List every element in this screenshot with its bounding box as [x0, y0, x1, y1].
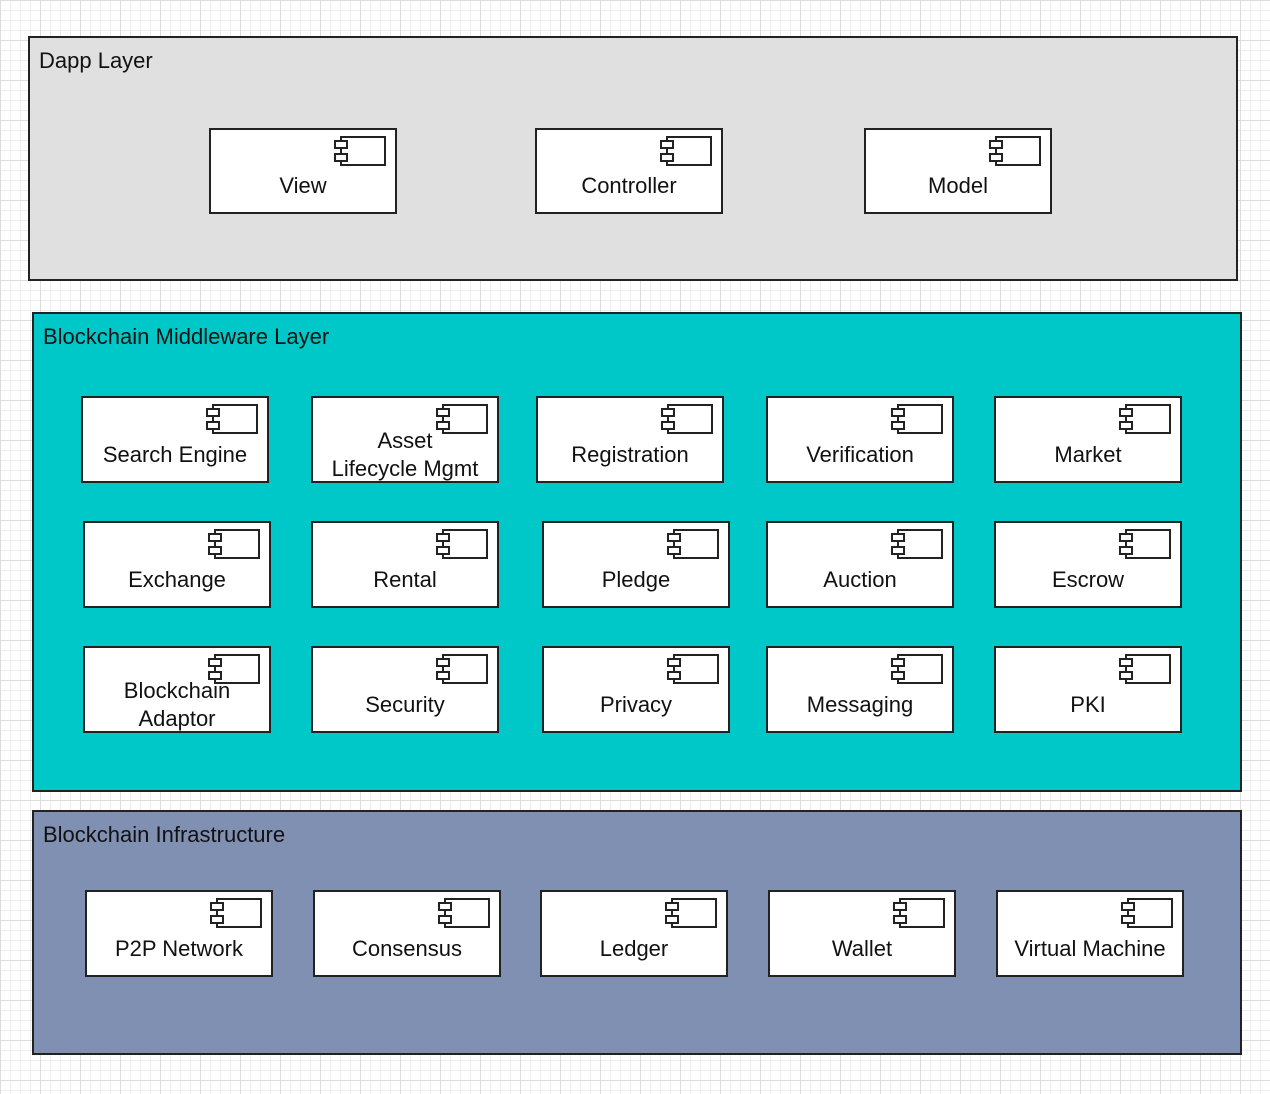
component-wallet: Wallet	[768, 890, 956, 977]
component-icon	[209, 896, 263, 930]
layer-title: Blockchain Middleware Layer	[43, 324, 330, 349]
component-label: Blockchain Adaptor	[123, 678, 231, 731]
component-consensus: Consensus	[313, 890, 501, 977]
component-icon	[1118, 402, 1172, 436]
component-label: Security	[365, 692, 445, 717]
component-label: Pledge	[601, 567, 671, 592]
component-label: Verification	[806, 442, 914, 467]
component-blockchain-adaptor: Blockchain Adaptor	[83, 646, 271, 733]
component-view: View	[209, 128, 397, 214]
component-icon	[207, 652, 261, 686]
component-privacy: Privacy	[542, 646, 730, 733]
component-security: Security	[311, 646, 499, 733]
layer-title: Dapp Layer	[39, 48, 153, 73]
component-icon	[660, 402, 714, 436]
component-icon	[205, 402, 259, 436]
component-icon	[1120, 896, 1174, 930]
component-label: Market	[1054, 442, 1122, 467]
component-icon	[659, 134, 713, 168]
component-icon	[437, 896, 491, 930]
component-icon	[890, 527, 944, 561]
component-virtual-machine: Virtual Machine	[996, 890, 1184, 977]
component-label: Messaging	[806, 692, 914, 717]
component-verification: Verification	[766, 396, 954, 483]
component-label: View	[279, 173, 327, 198]
component-icon	[333, 134, 387, 168]
component-label: Virtual Machine	[1014, 936, 1166, 961]
component-controller: Controller	[535, 128, 723, 214]
component-label: Escrow	[1051, 567, 1125, 592]
component-label: Ledger	[599, 936, 669, 961]
component-label: Auction	[823, 567, 897, 592]
layer-title: Blockchain Infrastructure	[43, 822, 286, 847]
component-label: P2P Network	[115, 936, 243, 961]
component-label: Model	[928, 173, 988, 198]
component-pledge: Pledge	[542, 521, 730, 608]
component-icon	[435, 527, 489, 561]
component-messaging: Messaging	[766, 646, 954, 733]
component-exchange: Exchange	[83, 521, 271, 608]
component-icon	[435, 402, 489, 436]
component-icon	[664, 896, 718, 930]
component-icon	[988, 134, 1042, 168]
component-icon	[666, 527, 720, 561]
component-label: Privacy	[599, 692, 673, 717]
component-icon	[435, 652, 489, 686]
component-label: Search Engine	[102, 442, 248, 467]
component-label: Consensus	[351, 936, 463, 961]
component-pki: PKI	[994, 646, 1182, 733]
component-label: PKI	[1070, 692, 1106, 717]
component-rental: Rental	[311, 521, 499, 608]
component-icon	[1118, 652, 1172, 686]
component-label: Asset Lifecycle Mgmt	[331, 428, 479, 481]
component-escrow: Escrow	[994, 521, 1182, 608]
component-label: Wallet	[831, 936, 893, 961]
component-label: Rental	[373, 567, 437, 592]
component-search-engine: Search Engine	[81, 396, 269, 483]
component-market: Market	[994, 396, 1182, 483]
component-icon	[892, 896, 946, 930]
component-icon	[890, 402, 944, 436]
component-icon	[207, 527, 261, 561]
component-icon	[666, 652, 720, 686]
component-icon	[890, 652, 944, 686]
component-p2p-network: P2P Network	[85, 890, 273, 977]
component-auction: Auction	[766, 521, 954, 608]
component-label: Controller	[581, 173, 677, 198]
component-icon	[1118, 527, 1172, 561]
component-ledger: Ledger	[540, 890, 728, 977]
component-label: Exchange	[128, 567, 226, 592]
component-label: Registration	[571, 442, 689, 467]
component-asset-lifecycle-mgmt: Asset Lifecycle Mgmt	[311, 396, 499, 483]
component-registration: Registration	[536, 396, 724, 483]
component-model: Model	[864, 128, 1052, 214]
